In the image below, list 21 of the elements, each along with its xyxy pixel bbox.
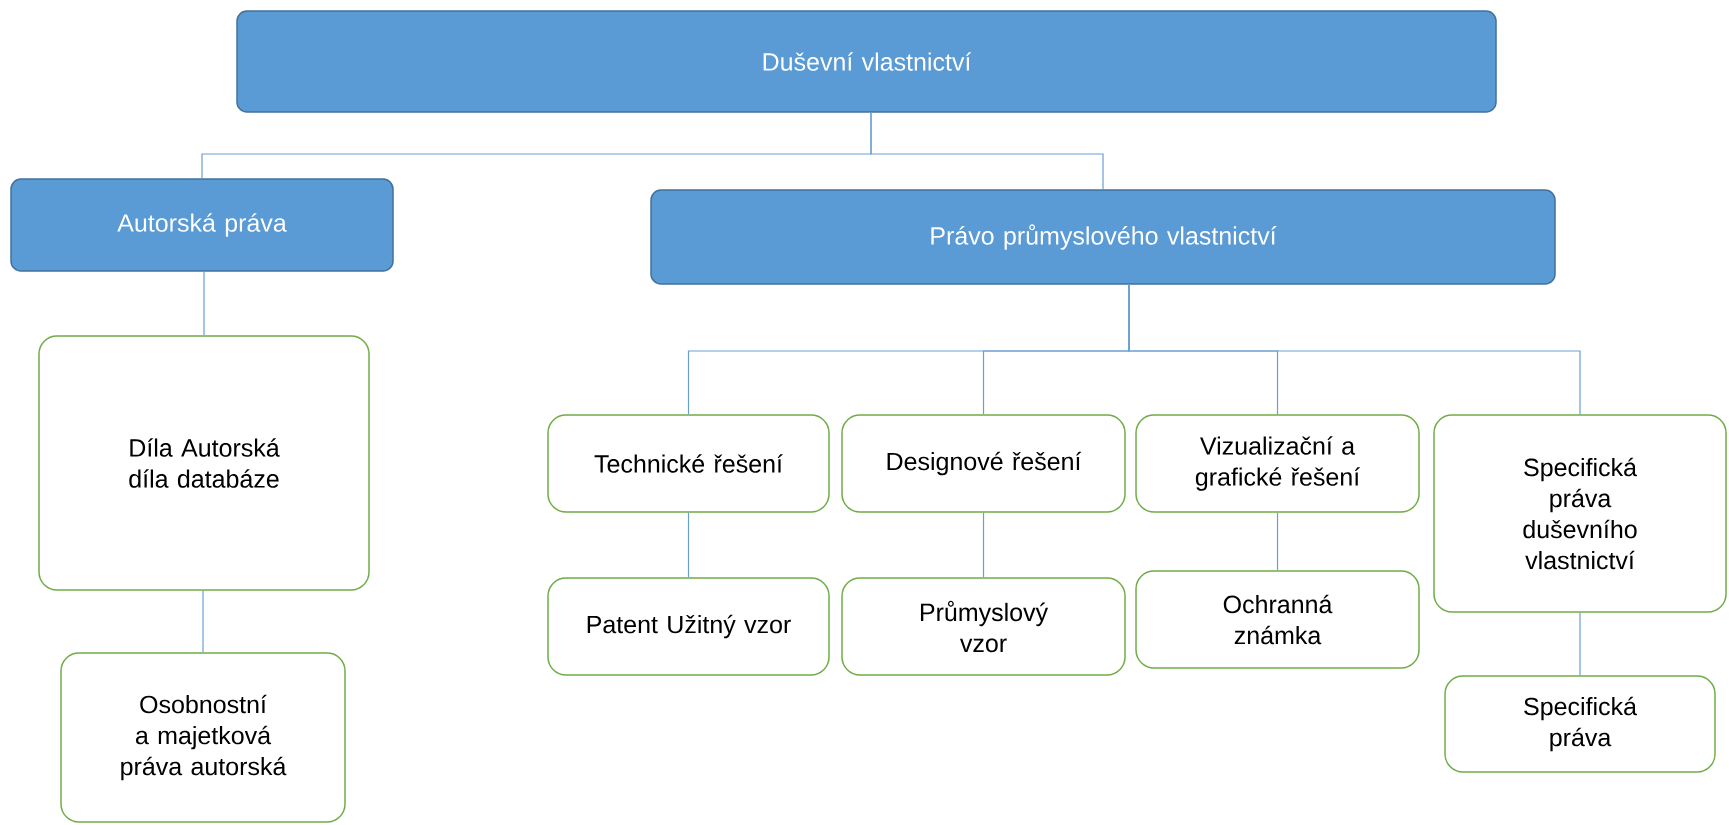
item-box: Vizualizační a grafické řešení	[1135, 414, 1420, 513]
item-box: Designové řešení	[841, 414, 1126, 513]
connector	[1276, 512, 1279, 571]
connector	[202, 590, 204, 653]
connector	[1579, 612, 1581, 676]
item-box: Díla Autorská díla databáze	[38, 335, 370, 591]
item-box: Patent Užitný vzor	[547, 577, 830, 676]
category-box: Duševní vlastnictví	[236, 10, 1497, 113]
item-box: Osobnostní a majetková práva autorská	[60, 652, 346, 823]
category-box: Autorská práva	[10, 178, 394, 272]
item-box: Specifická práva duševního vlastnictví	[1433, 414, 1727, 613]
connector	[1128, 284, 1581, 415]
item-box: Průmyslový vzor	[841, 577, 1126, 676]
item-box: Technické řešení	[547, 414, 830, 513]
item-box: Specifická práva	[1444, 675, 1716, 773]
connector	[870, 112, 1104, 190]
connector	[203, 271, 205, 336]
connector	[687, 512, 690, 578]
item-box: Ochranná známka	[1135, 570, 1420, 669]
category-box: Právo průmyslového vlastnictví	[650, 189, 1556, 285]
connector	[982, 512, 985, 578]
